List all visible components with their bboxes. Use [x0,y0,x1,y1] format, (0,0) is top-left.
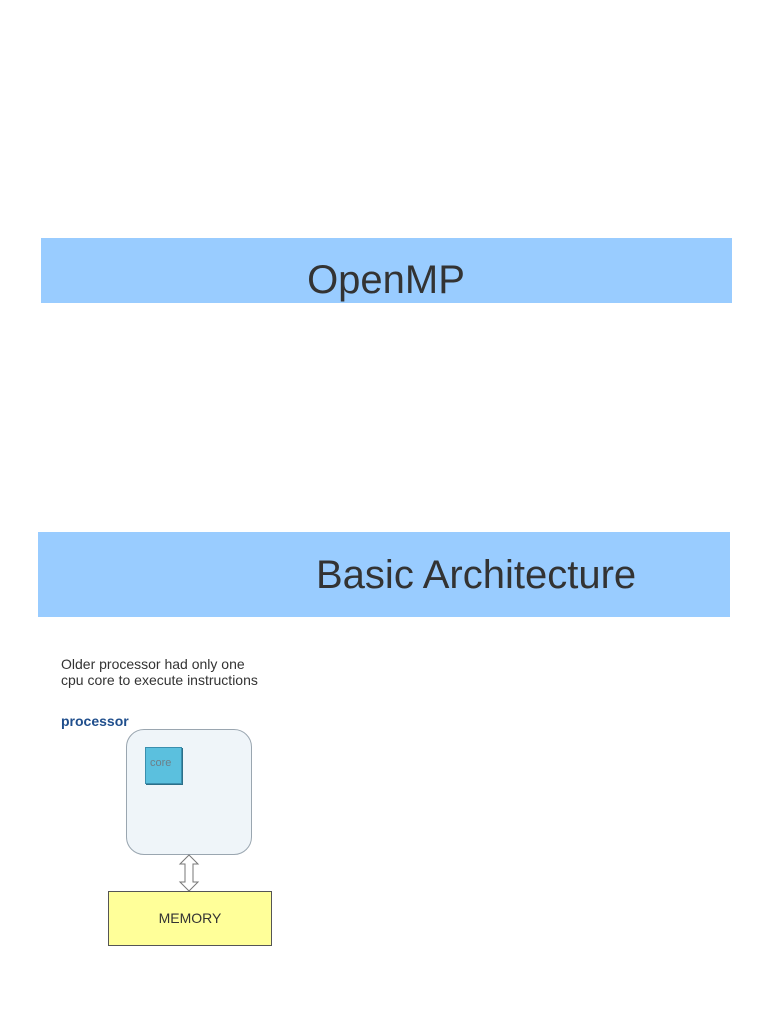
intro-line-1: Older processor had only one [61,656,245,672]
double-arrow-icon [178,854,200,892]
slide-title-openmp-text: OpenMP [307,258,465,302]
core-box [145,747,182,784]
processor-label: processor [61,713,129,729]
title-banner-architecture [38,532,730,617]
memory-box: MEMORY [108,891,272,946]
slide-title-architecture: Basic Architecture [316,553,637,597]
intro-line-2: cpu core to execute instructions [61,672,258,688]
intro-text: Older processor had only one cpu core to… [61,656,291,688]
slide-title-openmp: OpenMP [0,256,768,304]
title-banner-openmp [41,238,732,303]
core-label: core [150,757,172,769]
memory-label: MEMORY [158,910,222,926]
